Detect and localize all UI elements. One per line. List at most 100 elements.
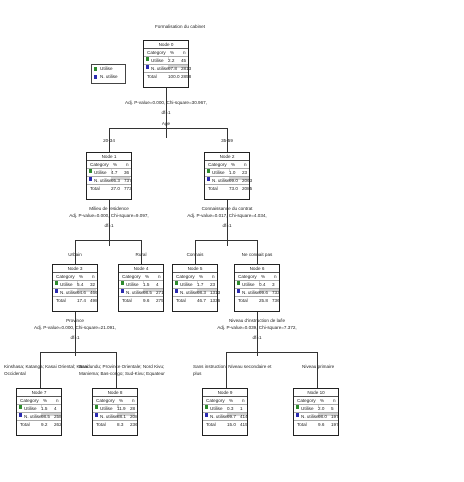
utilise-swatch [207,169,210,173]
column-header: n [244,162,247,167]
branch-label: 35-59 [221,138,233,143]
node-header-row: Category%n [87,161,131,169]
branch-label: 20-34 [103,138,115,143]
total-pct: 46.7 [197,298,206,303]
cell-n: 733 [272,290,280,295]
cell-label: Utilise [180,282,193,287]
column-header: Category [56,274,75,279]
percent-bar [227,413,247,416]
cell-pct: 99.0 [229,178,238,183]
total-label: Total [122,298,132,303]
total-pct: 9.6 [143,298,150,303]
percent-bar [229,177,249,180]
total-pct: 9.2 [41,422,48,427]
total-label: Total [56,298,66,303]
cell-pct: 1.7 [197,282,204,287]
cell-label: Utilise [100,406,113,411]
connector [75,300,76,356]
cell-n: 28 [130,406,136,411]
nutilise-swatch [121,289,124,293]
cell-pct: 2.0 [318,406,325,411]
node-header-row: Category%n [203,397,247,405]
nutilise-swatch [55,289,58,293]
cell-n: 45 [181,58,187,63]
percent-bar [117,413,135,416]
cell-n: 5 [331,406,334,411]
total-pct: 27.0 [111,186,120,191]
cell-label: Utilise [126,282,139,287]
connector [109,128,227,129]
total-label: Total [208,186,218,191]
percent-bar [77,281,79,284]
cell-n: 1 [240,406,243,411]
column-header: % [43,398,48,403]
node-header-row: Category%n [93,397,137,405]
cell-label: Utilise [210,406,223,411]
node-title: Node 6 [235,265,279,273]
column-header: % [261,274,266,279]
nutilise-swatch [146,65,149,69]
connector [109,188,110,246]
nutilise-swatch [89,177,92,181]
percent-bar [168,65,188,68]
node-row: Utilise 0.3 1 [203,405,247,413]
split-df: df=1 [161,110,171,115]
column-header: n [92,274,95,279]
cell-n: 36 [124,170,130,175]
split-variable: Connaissance du contrat [201,206,253,211]
total-label: Total [206,422,216,427]
column-header: Category [238,274,257,279]
cell-n: 32 [90,282,96,287]
total-n: 415 [240,422,248,427]
nutilise-swatch [175,289,178,293]
connector [226,352,317,353]
connector [166,88,167,138]
total-label: Total [238,298,248,303]
cell-pct: 98.3 [197,290,206,295]
split-df: df=1 [222,223,232,228]
nutilise-swatch [94,75,97,79]
nutilise-swatch [237,289,240,293]
branch-label: Connais [186,252,204,257]
legend-label: N. utilise [100,74,118,79]
cell-n: 208 [130,414,138,419]
connector [75,240,76,264]
connector [227,128,228,152]
cell-pct: 97.8 [168,66,177,71]
cell-pct: 98.0 [318,414,327,419]
nutilise-swatch [207,177,210,181]
cell-n: 2063 [242,178,253,183]
total-label: Total [147,74,157,79]
cell-pct: 0.3 [227,406,234,411]
node-row: Utilise 1.7 23 [173,281,217,289]
cell-pct: 98.5 [41,414,50,419]
connector [226,352,227,388]
cell-n: 271 [156,290,164,295]
column-header: Category [20,398,39,403]
legend-item-nutilise: N. utilise [92,73,125,81]
utilise-swatch [95,405,98,409]
branch-label: Rural [135,252,147,257]
total-label: Total [176,298,186,303]
total-n: 236 [130,422,138,427]
connector [109,128,110,152]
split-variable: Province [66,318,84,323]
node-header-row: Category%n [119,273,163,281]
cell-n: 23 [210,282,216,287]
percent-bar [259,289,279,292]
nutilise-swatch [296,413,299,417]
column-header: Category [176,274,195,279]
